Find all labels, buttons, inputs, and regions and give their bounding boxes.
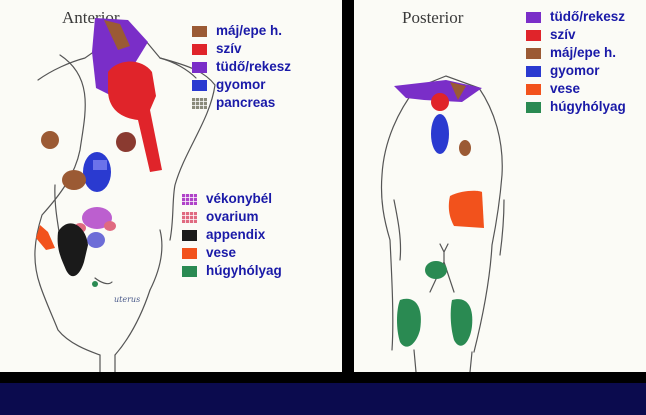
pancreas-region — [93, 160, 107, 170]
right-breast-heart-mark — [116, 132, 136, 152]
posterior-legend: tüdő/rekesz szív máj/epe h. gyomor vese … — [526, 8, 626, 116]
liver-gallbladder-region — [459, 140, 471, 156]
anterior-legend-top: máj/epe h. szív tüdő/rekesz gyomor pancr… — [192, 22, 291, 112]
legend-item-pancreas: pancreas — [192, 94, 291, 112]
bladder-region-right — [451, 299, 473, 346]
legend-item-heart: szív — [192, 40, 291, 58]
lung-swatch-icon — [526, 12, 541, 23]
stomach-region — [431, 114, 449, 154]
bladder-region — [92, 281, 98, 287]
ovary-region-right — [104, 221, 116, 231]
liver-gallbladder-region — [62, 170, 86, 190]
ovary-swatch-icon — [182, 212, 197, 223]
legend-item-heart: szív — [526, 26, 626, 44]
stomach-region — [83, 152, 111, 192]
heart-region — [108, 62, 162, 173]
kidney-region — [449, 191, 484, 228]
kidney-region — [36, 225, 55, 250]
heart-swatch-icon — [526, 30, 541, 41]
legend-item-appendix: appendix — [182, 226, 282, 244]
stomach-swatch-icon — [192, 80, 207, 91]
kidney-swatch-icon — [182, 248, 197, 259]
legend-item-kidney: vese — [182, 244, 282, 262]
posterior-panel: Posterior tüdő/rekesz szív máj/epe h. gy… — [354, 0, 646, 372]
uterus-note: uterus — [114, 295, 140, 304]
legend-item-bladder: húgyhólyag — [182, 262, 282, 280]
liver-swatch-icon — [192, 26, 207, 37]
stomach-swatch-icon — [526, 66, 541, 77]
legend-item-liver-gallbladder: máj/epe h. — [526, 44, 626, 62]
legend-item-liver-gallbladder: máj/epe h. — [192, 22, 291, 40]
heart-region — [431, 93, 449, 111]
bladder-region-left — [397, 299, 421, 347]
kidney-swatch-icon — [526, 84, 541, 95]
legend-item-bladder: húgyhólyag — [526, 98, 626, 116]
appendix-swatch-icon — [182, 230, 197, 241]
legend-item-lung-diaphragm: tüdő/rekesz — [192, 58, 291, 76]
legend-item-ovary: ovarium — [182, 208, 282, 226]
footer-bar — [0, 383, 646, 415]
legend-item-lung-diaphragm: tüdő/rekesz — [526, 8, 626, 26]
left-breast-liver-mark — [41, 131, 59, 149]
bladder-swatch-icon — [526, 102, 541, 113]
bladder-region-upper — [425, 261, 447, 279]
anterior-panel: Anterior uterus máj/epe h. szív — [0, 0, 342, 372]
legend-item-small-intestine: vékonybél — [182, 190, 282, 208]
small-intestine-swatch-icon — [182, 194, 197, 205]
heart-swatch-icon — [192, 44, 207, 55]
lung-swatch-icon — [192, 62, 207, 73]
legend-item-kidney: vese — [526, 80, 626, 98]
legend-item-stomach: gyomor — [192, 76, 291, 94]
pancreas-swatch-icon — [192, 98, 207, 109]
legend-item-stomach: gyomor — [526, 62, 626, 80]
anterior-legend-bottom: vékonybél ovarium appendix vese húgyhóly… — [182, 190, 282, 280]
liver-swatch-icon — [526, 48, 541, 59]
small-intestine-lower-region — [87, 232, 105, 248]
bladder-swatch-icon — [182, 266, 197, 277]
